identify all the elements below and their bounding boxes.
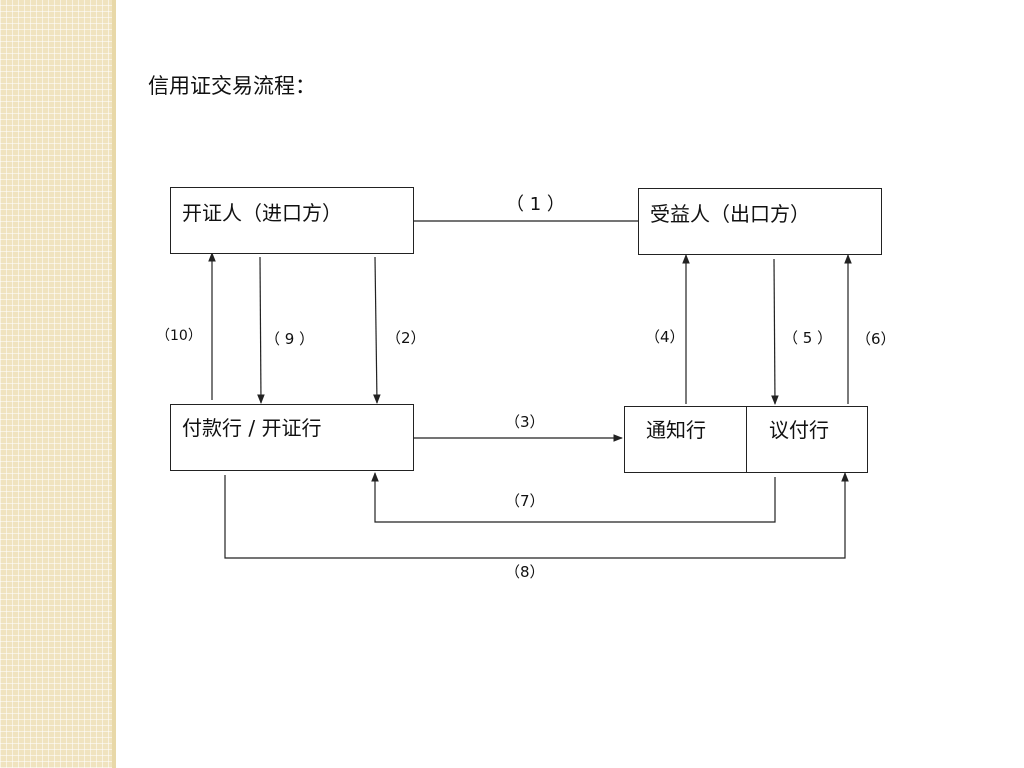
step-1-label: （ 1 ） [506,194,565,215]
step-7-label: （7） [505,492,545,510]
step-4-label: （4） [645,328,685,346]
step-8-label: （8） [505,563,545,581]
step-3-label: （3） [505,413,545,431]
beneficiary-label: 受益人（出口方） [650,202,810,226]
step-6-label: （6） [856,330,896,348]
step-10-label: （10） [156,328,202,344]
arrow-step-7 [371,472,776,523]
applicant-box [170,187,414,254]
applicant-label: 开证人（进口方） [182,201,342,225]
arrow-step-9 [257,256,265,404]
step-5-label: （ 5 ） [783,329,833,347]
side-pattern-edge [112,0,116,768]
advising-bank-box [624,406,747,473]
arrow-step-2 [373,256,381,404]
step-9-label: （ 9 ） [265,330,315,348]
negotiating-bank-label: 议付行 [769,418,829,442]
issuing-bank-box [170,404,414,471]
beneficiary-box [638,188,882,255]
arrow-step-5 [771,258,779,405]
advising-bank-label: 通知行 [646,418,706,442]
step-2-label: （2） [386,329,426,347]
arrow-step-8 [224,472,849,559]
decorative-side-pattern [0,0,112,768]
page-title: 信用证交易流程： [148,74,316,98]
negotiating-bank-box [746,406,868,473]
issuing-bank-label: 付款行 / 开证行 [182,416,322,440]
